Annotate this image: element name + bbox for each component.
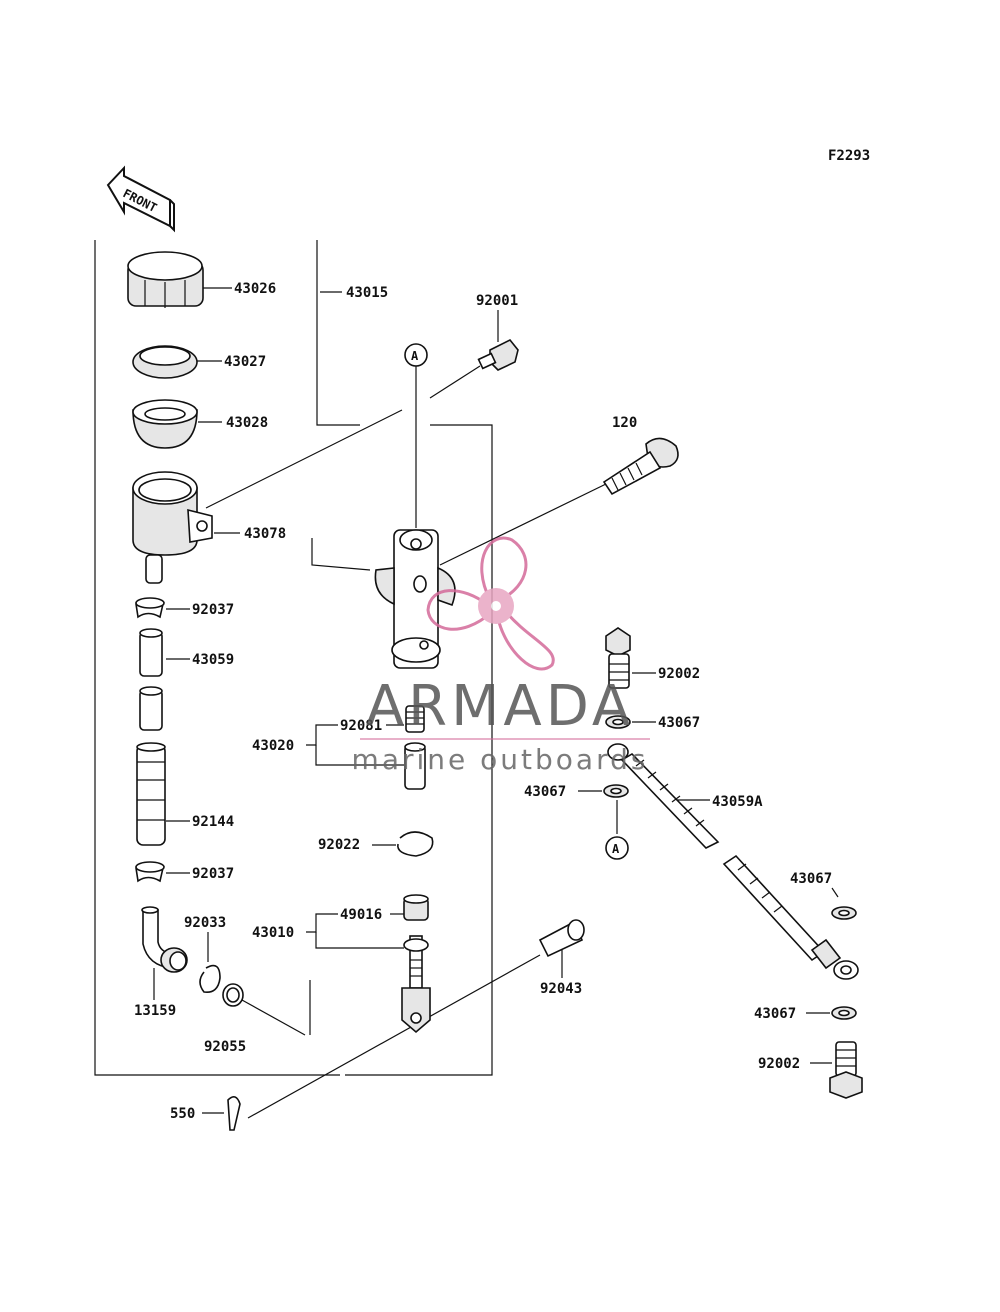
label-92037-upper: 92037 <box>192 602 234 618</box>
label-43028: 43028 <box>226 415 268 431</box>
reservoir-cap-part <box>127 251 204 308</box>
hose-protector-part <box>136 742 166 846</box>
washer-43067-d-part <box>831 1006 857 1020</box>
label-43067-c: 43067 <box>790 871 832 887</box>
label-92144: 92144 <box>192 814 234 830</box>
washer-43067-a-part <box>605 715 631 729</box>
diaphragm-plate-part <box>132 345 198 379</box>
label-550: 550 <box>170 1106 195 1122</box>
label-43067-b: 43067 <box>524 784 566 800</box>
push-rod-part <box>401 894 431 1034</box>
cotter-pin-part <box>227 1096 241 1131</box>
callout-a-lower: A <box>605 836 629 860</box>
label-92081: 92081 <box>340 718 382 734</box>
watermark-brand: ARMADA <box>366 674 634 739</box>
label-92033: 92033 <box>184 915 226 931</box>
pin-92043-part <box>538 919 585 958</box>
label-43015: 43015 <box>346 285 388 301</box>
figure-code: F2293 <box>828 148 870 164</box>
washer-43067-c-part <box>831 906 857 920</box>
label-120: 120 <box>612 415 637 431</box>
banjo-bolt-upper-part <box>605 627 631 689</box>
circlip-92022-part <box>397 831 434 857</box>
leader-lines <box>153 287 839 1119</box>
armada-watermark: ARMADA marine outboards <box>352 536 650 776</box>
label-92022: 92022 <box>318 837 360 853</box>
label-43010: 43010 <box>252 925 294 941</box>
label-92002-lower: 92002 <box>758 1056 800 1072</box>
label-92001: 92001 <box>476 293 518 309</box>
bolt-92001-part <box>477 338 519 371</box>
label-49016: 49016 <box>340 907 382 923</box>
label-43026: 43026 <box>234 281 276 297</box>
callout-a-upper: A <box>404 343 428 367</box>
label-92055: 92055 <box>204 1039 246 1055</box>
label-43067-a: 43067 <box>658 715 700 731</box>
label-43067-d: 43067 <box>754 1006 796 1022</box>
svg-text:A: A <box>612 842 620 856</box>
label-13159: 13159 <box>134 1003 176 1019</box>
label-43059a: 43059A <box>712 794 763 810</box>
hose-clamp-lower-part <box>135 861 165 883</box>
front-arrow-icon: FRONT <box>106 165 175 233</box>
elbow-fitting-part <box>141 906 188 973</box>
diaphragm-part <box>132 399 198 449</box>
o-ring-part <box>222 983 244 1007</box>
watermark-tagline: marine outboards <box>352 743 649 776</box>
svg-text:A: A <box>411 349 419 363</box>
label-43020: 43020 <box>252 738 294 754</box>
label-43078: 43078 <box>244 526 286 542</box>
group-frame <box>94 240 493 1076</box>
reservoir-tank-part <box>132 471 213 584</box>
piston-kit-part <box>404 705 426 790</box>
label-43059: 43059 <box>192 652 234 668</box>
part-number-labels: 43026 43015 92001 43027 43028 120 43078 … <box>134 281 832 1122</box>
screw-120-part <box>602 437 679 496</box>
master-cylinder-body-part <box>374 529 456 669</box>
label-92002-upper: 92002 <box>658 666 700 682</box>
reservoir-hose-part <box>139 628 163 731</box>
washer-43067-b-part <box>603 784 629 798</box>
hose-clamp-upper-part <box>135 597 165 619</box>
label-92037-lower: 92037 <box>192 866 234 882</box>
circlip-part <box>199 964 221 994</box>
brake-hose-part <box>607 743 859 980</box>
label-92043: 92043 <box>540 981 582 997</box>
propeller-logo-icon <box>426 536 555 671</box>
banjo-bolt-lower-part <box>829 1041 863 1099</box>
label-43027: 43027 <box>224 354 266 370</box>
